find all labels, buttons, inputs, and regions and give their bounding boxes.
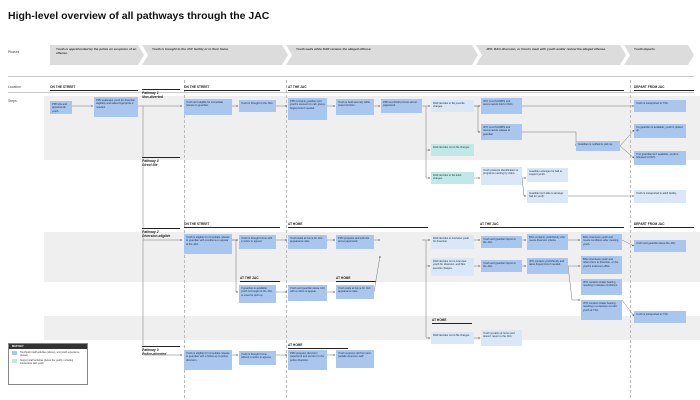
phase-2: Youth is brought to the JAC facility or … bbox=[142, 45, 288, 65]
page-title: High-level overview of all pathways thro… bbox=[8, 10, 270, 22]
step-box: If no guardian isn't available, youth is… bbox=[634, 151, 686, 165]
key-swatch bbox=[12, 359, 17, 364]
step-box: DAR decides not to file charges. bbox=[431, 144, 474, 156]
step-box: Youth is brought to the JAC. bbox=[239, 100, 276, 112]
step-box: PPD evaluates youth for diversion eligib… bbox=[94, 97, 138, 117]
divider-line bbox=[8, 92, 694, 93]
step-box: DAR decides not to interview youth for d… bbox=[431, 258, 474, 276]
phase-4: JPO, BAG diversion, or Courts meet with … bbox=[476, 45, 626, 65]
divider-line bbox=[8, 76, 694, 77]
key-label: Touchpoint staff activities (above), and… bbox=[20, 351, 80, 358]
location-home: AT HOME bbox=[432, 318, 472, 324]
step-box: BAG contacts youth/family who meets dive… bbox=[527, 234, 568, 250]
location-home: AT HOME bbox=[288, 343, 348, 349]
step-box: Youth and guardian report to the JAC. bbox=[481, 236, 522, 248]
map-key: MAP KEY Touchpoint staff activities (abo… bbox=[8, 343, 88, 385]
step-box: PPD and DAR process arrest paperwork. bbox=[381, 99, 422, 113]
step-box: BAG interviews youth and refers them to … bbox=[581, 256, 622, 274]
step-box: If a guardian is available, youth is pic… bbox=[634, 124, 686, 138]
step-box: DAR decides to file adult charges. bbox=[431, 172, 474, 184]
step-box: Youth is brought home with a notice to a… bbox=[239, 235, 276, 249]
location-home: AT HOME bbox=[336, 276, 376, 282]
location-street: ON THE STREET bbox=[50, 85, 138, 91]
step-box: Youth and guardian report to the JAC. bbox=[481, 260, 522, 272]
row-label-phases: Phases bbox=[8, 50, 20, 54]
location-jac: AT THE JAC bbox=[288, 85, 624, 91]
step-box: Youth waits at home for JAC appearance d… bbox=[288, 235, 327, 249]
step-box: Youth presents identification to program… bbox=[481, 167, 522, 185]
location-jac: AT THE JAC bbox=[480, 222, 624, 228]
step-box: Guardian is notified to pick up. bbox=[576, 141, 620, 151]
step-box: If guardian is available, youth is broug… bbox=[239, 285, 276, 303]
step-box: Youth and guardian leave JAC with a noti… bbox=[288, 285, 327, 301]
step-box: PPD sits and apprehends youth. bbox=[50, 101, 72, 114]
location-depart: DEPART FROM JAC bbox=[634, 222, 694, 228]
step-box: Youth is eligible for immediate release … bbox=[184, 350, 232, 370]
step-box: JPO runs PACRRS and recommends release t… bbox=[481, 124, 522, 140]
step-box: Youth is transported to adult facility. bbox=[634, 190, 686, 203]
step-box: Youth receives call from and partake div… bbox=[336, 350, 374, 368]
step-box: Guardian arranges for bail to support yo… bbox=[527, 168, 568, 182]
step-box: Youth and guardian leave the JAC. bbox=[634, 240, 686, 252]
step-box: Youth is transported to YSC. bbox=[634, 100, 686, 112]
phase-1: Youth is apprehended by the police on su… bbox=[50, 45, 144, 65]
lane-pathway-1: Pathway 1 Non-diverted bbox=[142, 89, 180, 100]
divider-line bbox=[630, 80, 631, 398]
step-box: JPO contacts intake hearing resulting in… bbox=[581, 300, 622, 320]
step-box: Youth is eligible for immediate release … bbox=[184, 234, 232, 254]
step-box: PPD prepares and submits arrest paperwor… bbox=[336, 235, 374, 249]
step-box: DAR decides to interview youth for diver… bbox=[431, 235, 474, 249]
step-box: Guardian isn't able to arrange bail for … bbox=[527, 190, 568, 203]
step-box: Youth is brought home without a notice t… bbox=[239, 351, 276, 365]
step-box: PPD contacts guardian and youth's consen… bbox=[288, 98, 327, 120]
step-box: JPO contacts intake hearing resulting in… bbox=[581, 279, 622, 295]
row-label-steps: Steps bbox=[8, 99, 17, 103]
map-key-title: MAP KEY bbox=[9, 344, 87, 349]
key-swatch bbox=[12, 351, 17, 355]
step-box: Youth remains at home and doesn't report… bbox=[481, 330, 522, 346]
lane-pathway-4: Pathway 4 Direct file bbox=[142, 157, 180, 168]
location-home: AT HOME bbox=[288, 222, 428, 228]
map-key-item: Touchpoint staff activities (above), and… bbox=[12, 351, 84, 357]
step-box: JPO runs PACRRS and recommends hold or R… bbox=[481, 98, 522, 114]
step-box: JPO contacts youth/family and takes fing… bbox=[527, 258, 568, 274]
step-box: Youth waits at home for JAC appearance d… bbox=[336, 285, 374, 299]
phase-5: Youth departs. bbox=[624, 45, 694, 65]
phase-3: Youth waits while DAR reviews the allege… bbox=[286, 45, 478, 65]
location-street: ON THE STREET bbox=[184, 85, 280, 91]
row-label-location: Location bbox=[8, 85, 21, 89]
lane-pathway-2: Pathway 2 Diversion-eligible bbox=[142, 228, 180, 239]
step-box: BAG interviews youth and meets condition… bbox=[581, 234, 622, 250]
step-box: Youth isn't eligible for immediate relea… bbox=[184, 99, 232, 115]
lane-pathway-3: Pathway 3 Police-diverted bbox=[142, 346, 180, 357]
step-box: Youth is transported to YSC. bbox=[634, 311, 686, 323]
band-pathway-2-lower bbox=[44, 316, 700, 340]
step-box: DAR decides not to file charges. bbox=[431, 332, 474, 344]
location-depart: DEPART FROM JAC bbox=[634, 85, 694, 91]
step-box: Youth is held securely while cases funct… bbox=[336, 99, 374, 115]
key-label: Support staff activities (below the yout… bbox=[20, 359, 74, 366]
step-box: PPD prepares diversion paperwork and sen… bbox=[288, 350, 327, 370]
location-street: ON THE STREET bbox=[184, 222, 280, 228]
map-key-item: Support staff activities (below the yout… bbox=[12, 359, 84, 365]
step-box: DAR decides to file juvenile charges. bbox=[431, 100, 474, 112]
location-jac: AT THE JAC bbox=[240, 276, 280, 282]
